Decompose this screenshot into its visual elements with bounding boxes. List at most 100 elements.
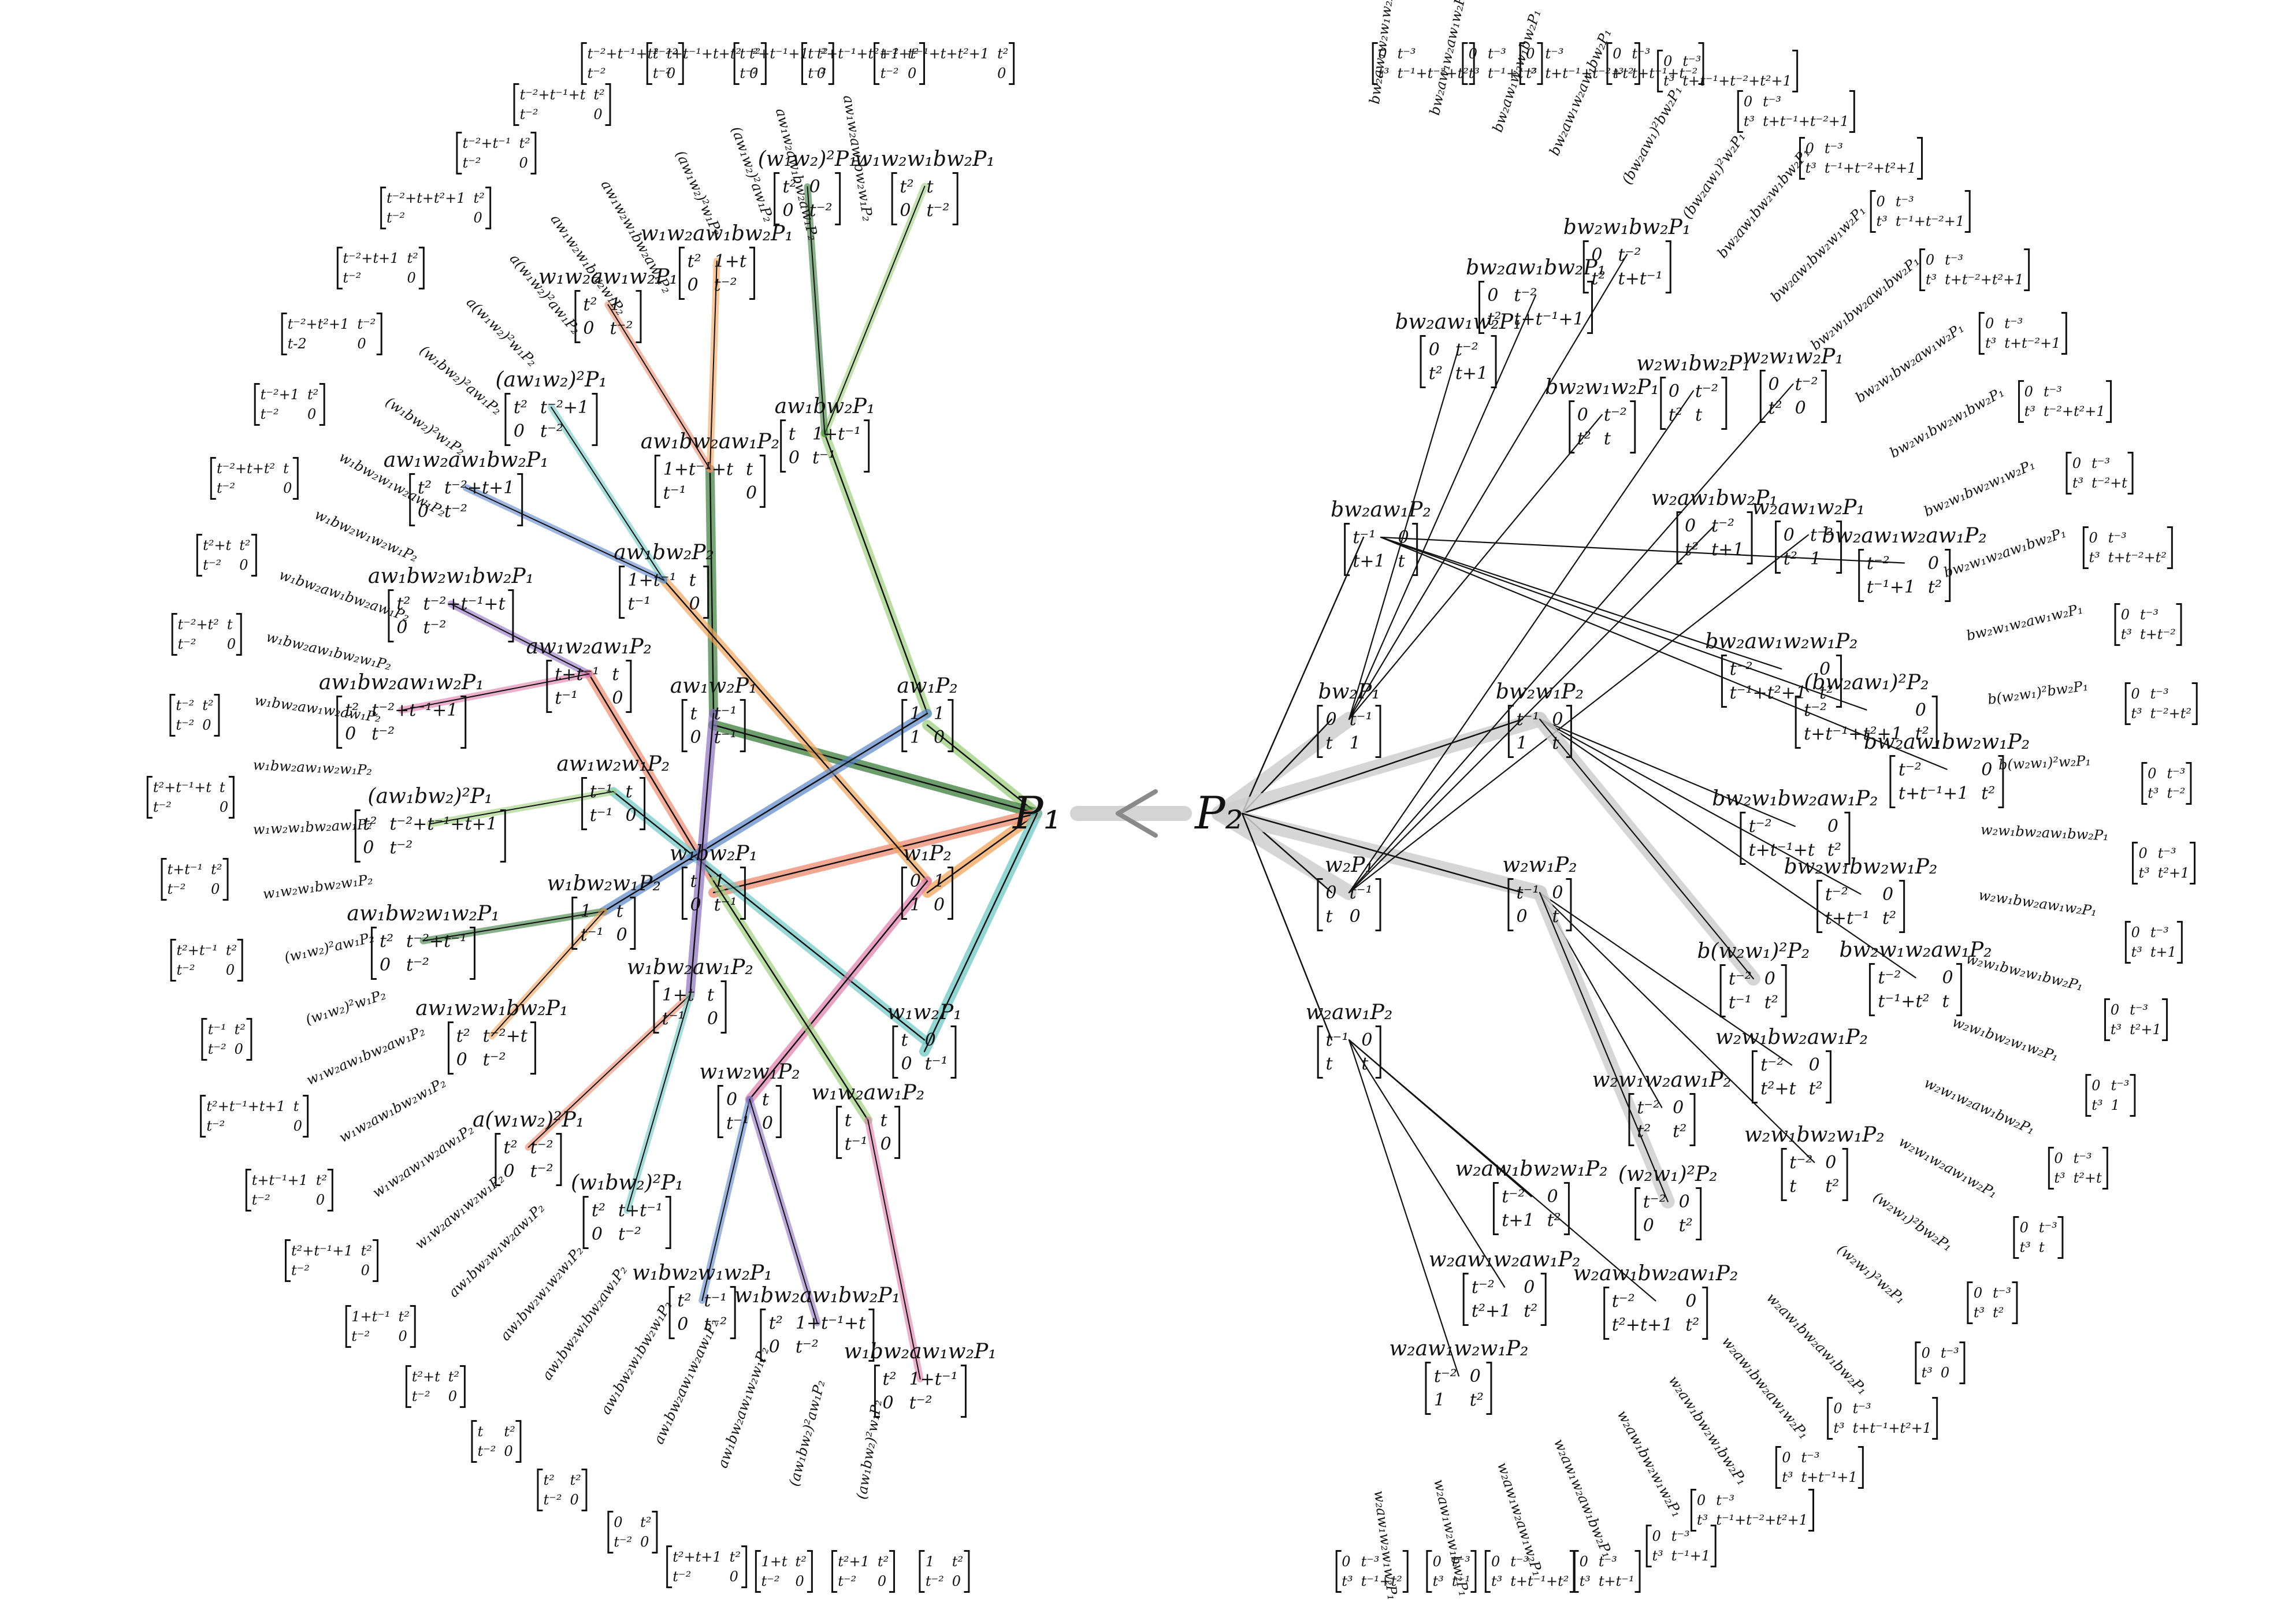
matrix-entry: t³ xyxy=(1743,113,1755,129)
matrix-entry: t² xyxy=(1637,1121,1651,1142)
tree-edge xyxy=(400,673,590,711)
matrix-entry: 0 xyxy=(907,65,917,81)
matrix-entry: t⁻¹ xyxy=(1516,883,1540,903)
tree-edge xyxy=(1241,812,1524,894)
matrix-entry: t⁻²+t xyxy=(2091,474,2127,491)
node-word: bw₂w₁bw₂w₁P₂ xyxy=(1784,854,1938,879)
tree-edge xyxy=(1348,254,1628,720)
matrix-entry: 0 xyxy=(1678,1191,1690,1212)
tree-edge xyxy=(709,469,715,715)
matrix-entry: t⁻² xyxy=(1711,516,1735,537)
arrow-head-lower xyxy=(1116,811,1158,838)
node-word: w₂w₁bw₂P₁ xyxy=(1636,351,1751,376)
matrix-entry: 0 xyxy=(211,880,220,897)
matrix-entry: t² xyxy=(882,1369,897,1389)
matrix-entry: t²+t xyxy=(1760,1079,1796,1099)
matrix-entry: t⁻³ xyxy=(2108,530,2127,547)
node-word: bw₂aw₁w₂aw₁P₂ xyxy=(1822,523,1987,548)
matrix-entry: 0 xyxy=(1516,906,1528,927)
node-word: w₂aw₁bw₂aw₁P₂ xyxy=(1573,1261,1738,1285)
tree-edge xyxy=(1348,390,1694,894)
matrix-entry: 0 xyxy=(1526,46,1535,62)
node-word: w₁w₂aw₁P₂ xyxy=(811,1080,925,1105)
matrix-entry: t⁻³ xyxy=(1824,140,1843,157)
matrix-entry: t⁻² xyxy=(1866,553,1890,574)
matrix-entry: t⁻¹ xyxy=(589,782,613,802)
node-word: bw₂w₁bw₂aw₁P₂ xyxy=(1712,787,1878,811)
matrix-entry: t³ xyxy=(1526,65,1537,81)
matrix-entry: 0 xyxy=(729,1569,738,1585)
matrix-entry: 1 xyxy=(1810,548,1821,569)
matrix-entry: 0 xyxy=(1940,1365,1950,1381)
matrix-entry: t² xyxy=(1668,404,1682,425)
tree-edge xyxy=(603,712,928,912)
matrix-entry: 0 xyxy=(361,1262,370,1279)
matrix-entry: t+t⁻¹+t xyxy=(1748,840,1815,861)
matrix-entry: 0 xyxy=(2091,1077,2101,1094)
matrix-entry: t⁻¹+t² xyxy=(1361,1573,1402,1589)
node-word: b(w₂w₁)²P₂ xyxy=(1697,939,1810,964)
matrix-entry: t⁻¹ xyxy=(1728,993,1752,1013)
matrix-entry: t+1 xyxy=(1502,1210,1535,1231)
matrix-entry: t+t⁻¹ xyxy=(1825,908,1870,928)
tree-edge xyxy=(607,304,711,470)
node-word: bw₂w₁w₂P₁ xyxy=(1545,375,1659,399)
tree-edge xyxy=(1380,536,1782,670)
matrix-entry: t³ xyxy=(1876,213,1888,229)
matrix-entry: t⁻²+t⁻¹+t+t² xyxy=(652,46,742,62)
matrix-entry: t²+1 xyxy=(1471,1300,1511,1321)
matrix-entry: t⁻³ xyxy=(1940,1345,1959,1362)
matrix-entry: t⁻¹ xyxy=(1349,883,1373,903)
matrix-entry: t² xyxy=(379,931,394,952)
matrix-entry: t⁻²+t xyxy=(482,1026,527,1047)
matrix-entry: t² xyxy=(1981,783,1996,804)
matrix-entry: t²+t⁻¹+1 xyxy=(291,1242,353,1259)
matrix-entry: 1 xyxy=(909,727,921,748)
matrix-entry: 0 xyxy=(1942,968,1953,988)
matrix-entry: 0 xyxy=(1349,906,1361,927)
matrix-entry: 0 xyxy=(396,618,408,638)
matrix-entry: 0 xyxy=(882,1392,894,1413)
matrix-entry: t² xyxy=(225,942,237,958)
matrix-entry: t³ xyxy=(1782,1469,1793,1485)
matrix-entry: t⁻³ xyxy=(1451,1554,1470,1570)
tree-edge xyxy=(689,712,715,996)
tree-edge xyxy=(867,1119,921,1380)
